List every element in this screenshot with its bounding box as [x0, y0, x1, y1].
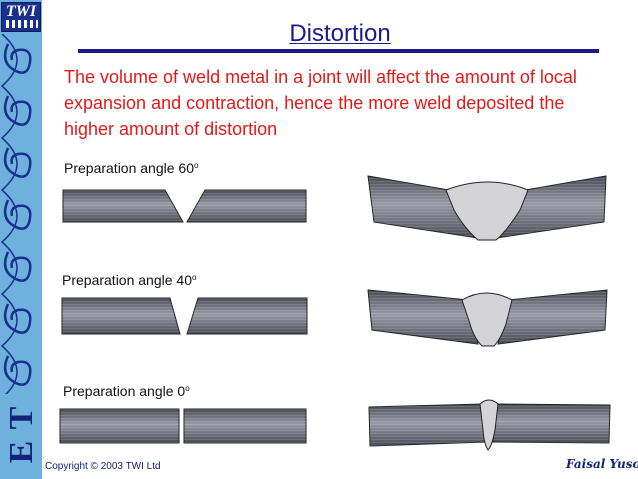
author-signature: Faisal Yusof	[566, 457, 638, 471]
weld-bead-40	[461, 292, 513, 347]
prep-label-40-text: Preparation angle 40	[62, 272, 192, 288]
prep-60-plates	[62, 189, 307, 223]
prep-0-plates	[59, 408, 307, 444]
logo-text: TWI	[5, 3, 37, 20]
intro-text: The volume of weld metal in a joint will…	[64, 67, 577, 139]
prep-label-60: Preparation angle 60o	[64, 160, 198, 176]
swirl-pattern-icon	[0, 34, 32, 394]
sidebar-decoration: TWI E T	[0, 0, 42, 479]
welded-60-joint	[367, 175, 607, 241]
prep-label-60-text: Preparation angle 60	[64, 160, 194, 176]
prep-label-0: Preparation angle 0o	[63, 383, 190, 399]
welded-0-joint	[368, 399, 611, 451]
copyright-text: Copyright © 2003 TWI Ltd	[45, 461, 161, 472]
title-divider	[78, 49, 599, 53]
degree-symbol: o	[192, 273, 197, 282]
degree-symbol: o	[194, 161, 199, 170]
weld-bead-0	[479, 399, 499, 451]
prep-label-40: Preparation angle 40o	[62, 272, 196, 288]
prep-label-0-text: Preparation angle 0	[63, 383, 186, 399]
twi-logo: TWI	[1, 2, 41, 32]
slide-title: Distortion	[289, 20, 391, 47]
logo-stripes	[6, 20, 38, 28]
degree-symbol: o	[185, 384, 190, 393]
weld-bead-60	[445, 181, 529, 241]
prep-40-plates	[61, 297, 308, 335]
welded-40-joint	[367, 289, 608, 347]
